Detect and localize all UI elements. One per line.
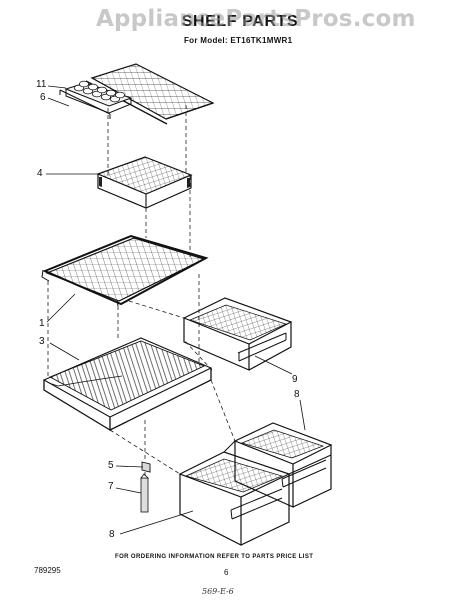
callout-7: 7 [108,481,114,492]
page-number: 6 [224,568,229,577]
callout-6: 6 [40,92,46,103]
callout-1: 1 [39,318,45,329]
page-title: SHELF PARTS [181,13,299,30]
top-shelf-assembly [59,63,215,125]
callout-8-lower: 8 [109,529,115,540]
callout-9: 9 [292,374,298,385]
handwritten-code: 569-E-6 [202,587,234,596]
support-bracket-and-rod [140,461,151,513]
callout-5: 5 [108,460,114,471]
callout-11: 11 [36,79,47,90]
model-subtitle: For Model: ET16TK1MWR1 [184,36,293,45]
crisper-cover-shelf [42,337,213,432]
callout-8-upper: 8 [294,389,300,400]
small-shelf [96,156,193,209]
single-crisper-drawer [182,297,293,371]
site-watermark: AppliancePartsPros.com [96,6,416,32]
ordering-info-note: FOR ORDERING INFORMATION REFER TO PARTS … [115,554,314,560]
main-wire-shelf [41,234,209,307]
lower-crisper-drawers [178,422,333,546]
callout-3: 3 [39,336,45,347]
callout-4: 4 [37,168,43,179]
document-number: 789295 [34,566,61,575]
